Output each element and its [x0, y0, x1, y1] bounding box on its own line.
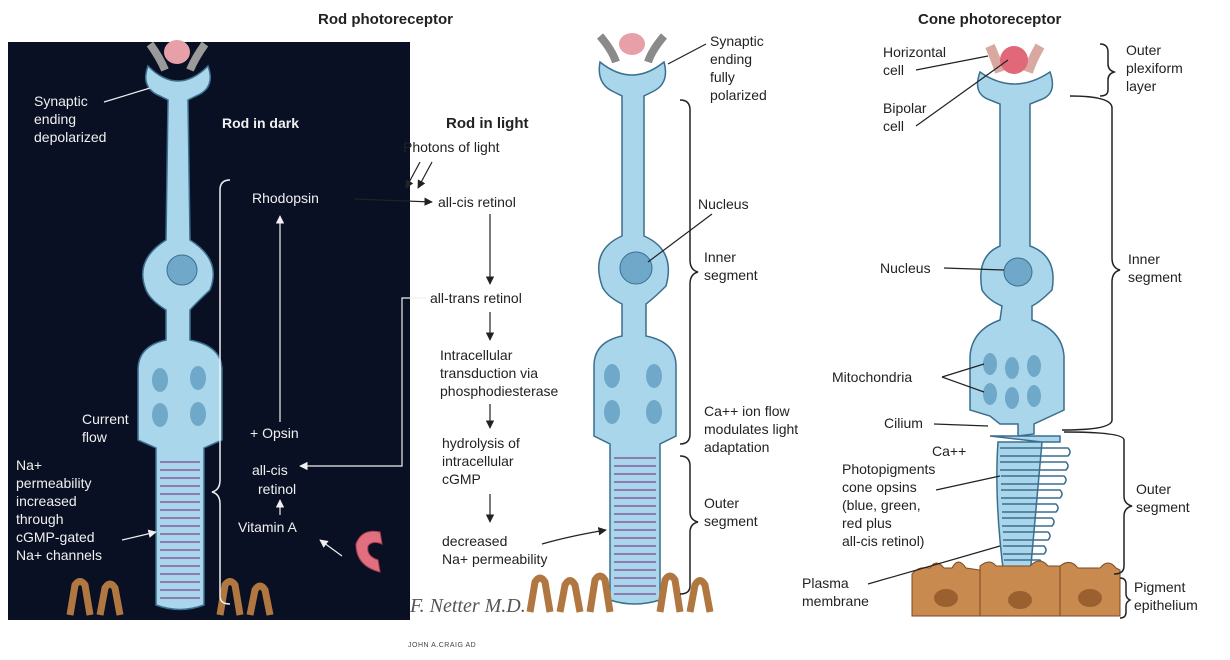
svg-text:Current: Current — [82, 411, 129, 427]
svg-text:layer: layer — [1126, 78, 1157, 94]
svg-text:Na+ channels: Na+ channels — [16, 547, 102, 563]
svg-text:Na+: Na+ — [16, 457, 42, 473]
pigment-brace — [1120, 578, 1130, 618]
opsin-label: + Opsin — [250, 425, 299, 441]
ca-ion-flow-label: Ca++ ion flow modulates light adaptation — [704, 403, 798, 455]
svg-text:segment: segment — [704, 513, 758, 529]
svg-text:JOHN A.CRAIG AD: JOHN A.CRAIG AD — [408, 642, 476, 649]
svg-text:adaptation: adaptation — [704, 439, 769, 455]
svg-text:(blue, green,: (blue, green, — [842, 497, 921, 513]
hydrolysis-label: hydrolysis of intracellular cGMP — [442, 435, 520, 487]
all-trans-retinol-label: all-trans retinol — [430, 290, 522, 306]
svg-text:plexiform: plexiform — [1126, 60, 1183, 76]
svg-text:increased: increased — [16, 493, 77, 509]
plexiform-brace — [1100, 44, 1114, 96]
svg-text:Photopigments: Photopigments — [842, 461, 935, 477]
svg-text:segment: segment — [1128, 269, 1182, 285]
rod-inner-segment-label: Inner segment — [704, 249, 758, 283]
svg-text:cone opsins: cone opsins — [842, 479, 917, 495]
svg-text:segment: segment — [704, 267, 758, 283]
horizontal-cell-label: Horizontal cell — [883, 44, 988, 78]
svg-text:segment: segment — [1136, 499, 1190, 515]
netter-signature: F. Netter M.D. JOHN A.CRAIG AD — [408, 595, 526, 649]
rhodopsin-label: Rhodopsin — [252, 190, 319, 206]
rod-title: Rod photoreceptor — [318, 11, 453, 28]
svg-text:decreased: decreased — [442, 533, 507, 549]
svg-text:flow: flow — [82, 429, 108, 445]
rod-light-synaptic-label: Synaptic ending fully polarized — [668, 33, 767, 103]
photopigments-label: Ca++ Photopigments cone opsins (blue, gr… — [842, 443, 1000, 549]
svg-text:Na+ permeability: Na+ permeability — [442, 551, 547, 567]
svg-text:Synaptic: Synaptic — [710, 33, 764, 49]
cone-outer-brace — [1064, 432, 1132, 574]
cone-outer-segment-label: Outer segment — [1136, 481, 1190, 515]
mitochondria-label: Mitochondria — [832, 369, 912, 385]
all-cis-retinol-label: all-cis retinol — [438, 194, 516, 210]
cone-nucleus-label: Nucleus — [880, 260, 931, 276]
rod-dark-title: Rod in dark — [222, 115, 299, 131]
svg-text:phosphodiesterase: phosphodiesterase — [440, 383, 559, 399]
decreased-na-label: decreased Na+ permeability — [442, 533, 547, 567]
svg-text:permeability: permeability — [16, 475, 91, 491]
rod-inner-brace — [680, 100, 698, 444]
svg-text:Inner: Inner — [704, 249, 736, 265]
svg-text:polarized: polarized — [710, 87, 767, 103]
svg-text:membrane: membrane — [802, 593, 869, 609]
cilium-label: Cilium — [884, 415, 923, 431]
svg-text:cell: cell — [883, 62, 904, 78]
svg-text:depolarized: depolarized — [34, 129, 106, 145]
svg-text:cell: cell — [883, 118, 904, 134]
svg-text:modulates light: modulates light — [704, 421, 798, 437]
outer-plexiform-label: Outer plexiform layer — [1126, 42, 1183, 94]
svg-text:F. Netter M.D.: F. Netter M.D. — [409, 595, 526, 617]
photons-label: Photons of light — [403, 139, 500, 155]
cone-inner-segment-label: Inner segment — [1128, 251, 1182, 285]
svg-text:all-cis: all-cis — [252, 462, 288, 478]
rod-light-cell — [530, 33, 710, 612]
rod-outer-segment-label: Outer segment — [704, 495, 758, 529]
svg-text:Inner: Inner — [1128, 251, 1160, 267]
svg-text:Bipolar: Bipolar — [883, 100, 927, 116]
cone-title: Cone photoreceptor — [918, 11, 1061, 28]
svg-text:intracellular: intracellular — [442, 453, 514, 469]
svg-text:Plasma: Plasma — [802, 575, 849, 591]
svg-text:ending: ending — [34, 111, 76, 127]
svg-text:Ca++: Ca++ — [932, 443, 966, 459]
svg-text:ending: ending — [710, 51, 752, 67]
svg-text:retinol: retinol — [258, 481, 296, 497]
svg-text:all-cis retinol): all-cis retinol) — [842, 533, 924, 549]
vitamin-a-label: Vitamin A — [238, 519, 298, 535]
svg-text:cGMP-gated: cGMP-gated — [16, 529, 95, 545]
svg-text:cGMP: cGMP — [442, 471, 481, 487]
cone-inner-brace — [1062, 96, 1120, 430]
svg-text:transduction via: transduction via — [440, 365, 538, 381]
svg-text:red plus: red plus — [842, 515, 892, 531]
svg-text:Intracellular: Intracellular — [440, 347, 513, 363]
svg-text:Pigment: Pigment — [1134, 579, 1185, 595]
pigment-epithelium-label: Pigment epithelium — [1134, 579, 1198, 613]
rod-outer-brace — [680, 456, 698, 594]
svg-text:fully: fully — [710, 69, 735, 85]
rod-nucleus-label: Nucleus — [698, 196, 749, 212]
svg-text:Horizontal: Horizontal — [883, 44, 946, 60]
svg-text:Outer: Outer — [704, 495, 739, 511]
cone-cell — [912, 46, 1120, 616]
svg-text:Synaptic: Synaptic — [34, 93, 88, 109]
svg-text:Outer: Outer — [1136, 481, 1171, 497]
svg-text:epithelium: epithelium — [1134, 597, 1198, 613]
intracellular-transduction-label: Intracellular transduction via phosphodi… — [440, 347, 559, 399]
rod-light-title: Rod in light — [446, 115, 528, 132]
svg-text:through: through — [16, 511, 63, 527]
svg-text:Ca++ ion flow: Ca++ ion flow — [704, 403, 790, 419]
svg-text:Outer: Outer — [1126, 42, 1161, 58]
svg-text:hydrolysis of: hydrolysis of — [442, 435, 520, 451]
